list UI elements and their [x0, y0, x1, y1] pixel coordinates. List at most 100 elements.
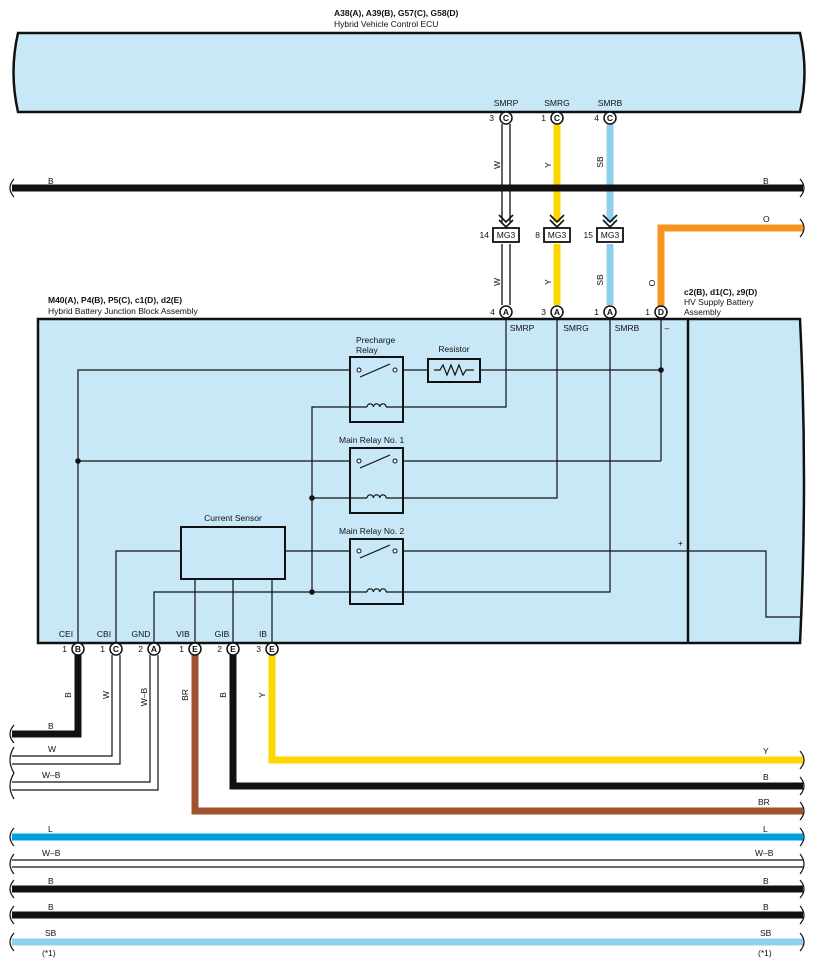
precharge-relay — [349, 356, 404, 423]
bus-wb-right-label: W–B — [755, 848, 774, 858]
jb-terminal-cbi: C 1 — [100, 642, 123, 656]
bus-b-2-left-label: B — [48, 902, 54, 912]
ecu-name: Hybrid Vehicle Control ECU — [334, 19, 438, 29]
ecu-connector-code: A38(A), A39(B), G57(C), G58(D) — [334, 8, 459, 18]
jb-terminal-smrp: A 4 — [490, 305, 513, 319]
ecu-terminal-smrp — [499, 111, 513, 125]
svg-text:1: 1 — [62, 644, 67, 654]
left-wire-label-wb: W–B — [42, 770, 61, 780]
hv-battery-code: c2(B), d1(C), z9(D) — [684, 287, 757, 297]
svg-text:8: 8 — [535, 230, 540, 240]
wire-label-vib: BR — [180, 689, 190, 701]
jb-terminal-label-smrg: SMRG — [563, 323, 589, 333]
wire-label-gnd: W–B — [139, 687, 149, 706]
junction-block-code: M40(A), P4(B), P5(C), c1(D), d2(E) — [48, 295, 182, 305]
svg-text:B: B — [75, 644, 81, 654]
svg-text:15: 15 — [584, 230, 594, 240]
bus-wb-left-label: W–B — [42, 848, 61, 858]
bus-b-top-right-label: B — [763, 176, 769, 186]
wire-label-smrb-mid: SB — [595, 274, 605, 286]
ecu-terminal-smrg — [550, 111, 564, 125]
resistor-label: Resistor — [438, 344, 469, 354]
svg-text:1: 1 — [594, 307, 599, 317]
svg-text:1: 1 — [100, 644, 105, 654]
wire-ib — [268, 655, 803, 764]
jb-terminal-label-smrp: SMRP — [510, 323, 535, 333]
bus-sb-right-label: SB — [760, 928, 772, 938]
svg-text:E: E — [230, 644, 236, 654]
right-wire-label-y: Y — [763, 746, 769, 756]
wire-gnd — [12, 655, 151, 783]
wire-label-smrg-top: Y — [543, 162, 553, 168]
wire-label-cbi: W — [101, 691, 111, 699]
wire-cbi — [12, 655, 113, 757]
wire-label-orange: O — [763, 214, 770, 224]
svg-text:2: 2 — [138, 644, 143, 654]
svg-text:E: E — [192, 644, 198, 654]
jb-label-gib: GIB — [215, 629, 230, 639]
ecu-panel — [12, 31, 806, 114]
jb-label-cbi: CBI — [97, 629, 111, 639]
junction-connector-mg3-8: MG3 8 — [535, 227, 571, 243]
bus-sb-left-label: SB — [45, 928, 57, 938]
ecu-terminal-smrb — [603, 111, 617, 125]
jb-terminal-smrb: A 1 — [594, 305, 617, 319]
svg-text:MG3: MG3 — [601, 230, 620, 240]
precharge-relay-label-l1: Precharge — [356, 335, 395, 345]
right-wire-label-b: B — [763, 772, 769, 782]
svg-text:4: 4 — [490, 307, 495, 317]
jb-label-vib: VIB — [176, 629, 190, 639]
bus-b-1-right-label: B — [763, 876, 769, 886]
svg-text:MG3: MG3 — [548, 230, 567, 240]
wire-label-smrp-mid: W — [492, 278, 502, 286]
current-sensor-label: Current Sensor — [204, 513, 262, 523]
svg-text:1: 1 — [179, 644, 184, 654]
jb-terminal-vib: E 1 — [179, 642, 202, 656]
wire-label-smrg-mid: Y — [543, 279, 553, 285]
bus-l-left-label: L — [48, 824, 53, 834]
jb-terminal-label-minus: – — [665, 323, 670, 333]
svg-text:A: A — [554, 307, 560, 317]
jb-terminal-minus: D 1 — [645, 305, 668, 319]
svg-text:C: C — [113, 644, 119, 654]
ecu-terminal-label-smrb: SMRB — [598, 98, 623, 108]
wire-vib — [191, 655, 803, 815]
wire-label-cei: B — [63, 692, 73, 698]
wire-label-ib: Y — [257, 692, 267, 698]
jb-label-ib: IB — [259, 629, 267, 639]
ecu-terminal-smrg-conn: C — [554, 113, 560, 123]
svg-text:2: 2 — [217, 644, 222, 654]
wire-gib — [229, 655, 803, 790]
ecu-terminal-smrp-pin: 3 — [489, 113, 494, 123]
wire-label-smrp-top: W — [492, 161, 502, 169]
right-wire-label-br: BR — [758, 797, 770, 807]
jb-label-gnd: GND — [132, 629, 151, 639]
junction-connector-mg3-14: MG3 14 — [480, 227, 520, 243]
jb-terminal-smrg: A 3 — [541, 305, 564, 319]
svg-text:1: 1 — [645, 307, 650, 317]
svg-text:E: E — [269, 644, 275, 654]
svg-text:MG3: MG3 — [497, 230, 516, 240]
left-wire-label-b: B — [48, 721, 54, 731]
left-wire-label-w: W — [48, 744, 56, 754]
main-relay-1 — [349, 447, 404, 514]
jb-label-cei: CEI — [59, 629, 73, 639]
wire-cei — [12, 655, 82, 738]
junction-connector-mg3-15: MG3 15 — [584, 227, 624, 243]
current-sensor — [180, 526, 286, 580]
footnote-left: (*1) — [42, 948, 56, 958]
jb-terminal-cei: B 1 — [62, 642, 85, 656]
ecu-terminal-smrp-conn: C — [503, 113, 509, 123]
bus-b-1-left-label: B — [48, 876, 54, 886]
precharge-relay-label-l2: Relay — [356, 345, 378, 355]
wire-label-smrb-top: SB — [595, 156, 605, 168]
junction-block-name: Hybrid Battery Junction Block Assembly — [48, 306, 199, 316]
ecu-terminal-label-smrg: SMRG — [544, 98, 570, 108]
svg-text:A: A — [503, 307, 509, 317]
main-relay-1-label: Main Relay No. 1 — [339, 435, 404, 445]
svg-text:A: A — [607, 307, 613, 317]
main-relay-2 — [349, 538, 404, 605]
ecu-terminal-smrb-conn: C — [607, 113, 613, 123]
ecu-terminal-smrb-pin: 4 — [594, 113, 599, 123]
resistor — [427, 358, 481, 383]
